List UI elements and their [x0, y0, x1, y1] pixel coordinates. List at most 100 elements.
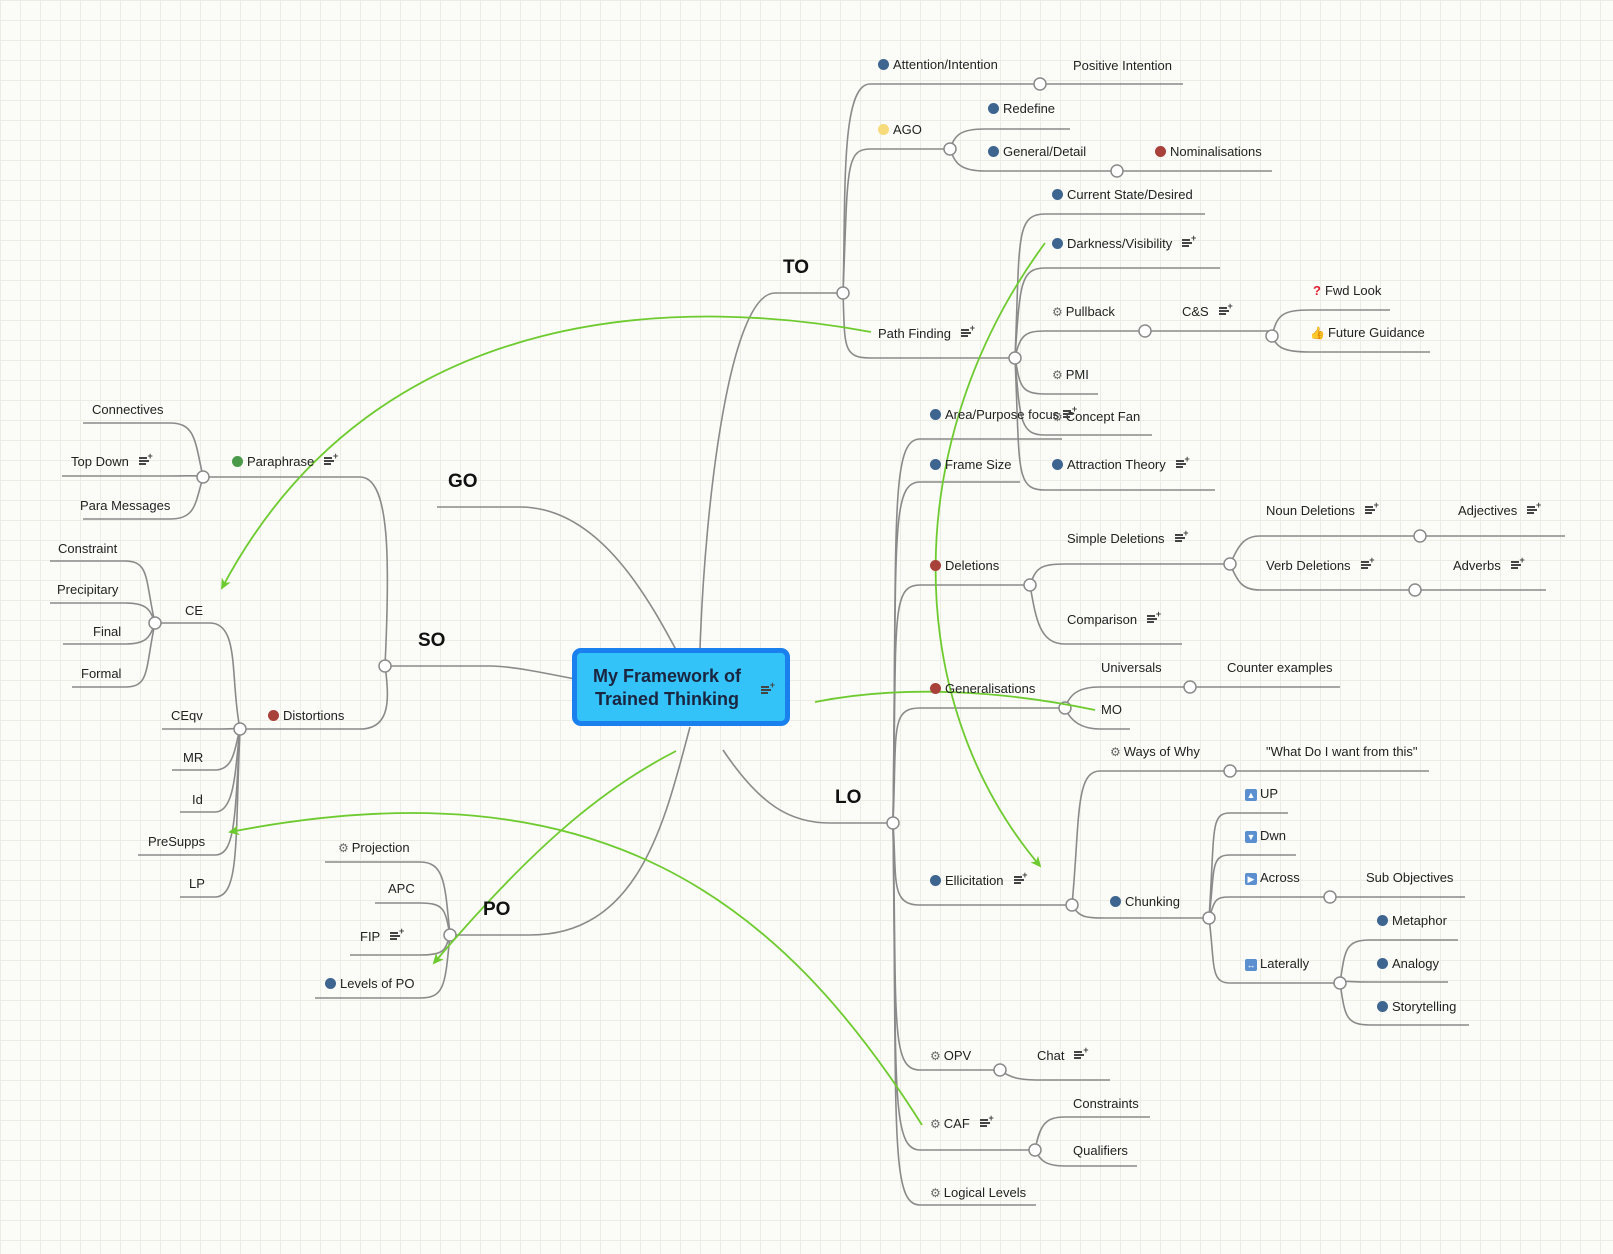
- note-icon[interactable]: +: [1364, 501, 1379, 515]
- topic-darkness-visibility[interactable]: Darkness/Visibility+: [1052, 234, 1196, 252]
- note-icon[interactable]: +: [1218, 302, 1233, 316]
- blue-marker-icon: [988, 103, 999, 114]
- topic-constraint[interactable]: Constraint: [58, 541, 118, 556]
- topic-mr[interactable]: MR: [183, 750, 204, 765]
- topic-paraphrase[interactable]: Paraphrase+: [232, 452, 338, 470]
- note-icon[interactable]: +: [1063, 405, 1077, 419]
- topic-sub-objectives[interactable]: Sub Objectives: [1366, 870, 1454, 885]
- note-icon[interactable]: +: [138, 452, 153, 466]
- arrow-left-right-icon: ↔: [1245, 959, 1257, 971]
- junction-circles[interactable]: [148, 77, 1427, 1157]
- topic-projection[interactable]: ⚙Projection: [338, 840, 410, 855]
- topic-levels-of-po[interactable]: Levels of PO: [325, 976, 414, 992]
- topic-adverbs[interactable]: Adverbs+: [1453, 555, 1525, 574]
- note-icon[interactable]: +: [1175, 455, 1190, 469]
- topic-id[interactable]: Id: [192, 792, 203, 807]
- topic-chunking[interactable]: Chunking: [1110, 894, 1180, 910]
- topic-ceqv[interactable]: CEqv: [171, 708, 203, 723]
- topic-concept-fan[interactable]: ⚙Concept Fan: [1052, 409, 1141, 424]
- topic-deletions[interactable]: Deletions: [930, 558, 999, 574]
- note-icon[interactable]: +: [1013, 871, 1028, 885]
- topic-final[interactable]: Final: [93, 624, 122, 639]
- topic-laterally[interactable]: ↔Laterally: [1245, 956, 1310, 971]
- topic-what-do-i-want[interactable]: "What Do I want from this": [1266, 744, 1418, 759]
- topic-redefine[interactable]: Redefine: [988, 101, 1055, 117]
- branch-po[interactable]: PO: [483, 899, 511, 920]
- topic-formal[interactable]: Formal: [81, 666, 122, 681]
- topic-distortions[interactable]: Distortions: [268, 708, 344, 724]
- topic-constraints[interactable]: Constraints: [1073, 1096, 1139, 1111]
- topic-top-down[interactable]: Top Down+: [71, 451, 153, 470]
- topic-general-detail[interactable]: General/Detail: [988, 144, 1086, 160]
- topic-cs[interactable]: C&S+: [1182, 301, 1233, 320]
- topic-nominalisations[interactable]: Nominalisations: [1155, 144, 1262, 160]
- topic-fwd-look[interactable]: ?Fwd Look: [1313, 283, 1382, 298]
- blue-marker-icon: [988, 146, 999, 157]
- topic-universals[interactable]: Universals: [1101, 660, 1162, 675]
- red-marker-icon: [268, 710, 279, 721]
- note-icon[interactable]: +: [324, 452, 338, 466]
- note-icon[interactable]: +: [1360, 556, 1375, 570]
- central-topic[interactable]: My Framework of Trained Thinking +: [572, 648, 790, 726]
- topic-analogy[interactable]: Analogy: [1377, 956, 1439, 972]
- note-icon[interactable]: +: [1527, 501, 1541, 515]
- topic-opv[interactable]: ⚙OPV: [930, 1048, 972, 1063]
- topic-future-guidance[interactable]: 👍Future Guidance: [1310, 325, 1425, 340]
- note-icon[interactable]: +: [1174, 529, 1189, 543]
- topic-attraction-theory[interactable]: Attraction Theory+: [1052, 455, 1190, 473]
- topic-metaphor[interactable]: Metaphor: [1377, 913, 1447, 929]
- topic-counter-examples[interactable]: Counter examples: [1227, 660, 1333, 675]
- topic-up[interactable]: ▲UP: [1245, 786, 1279, 801]
- topic-connectives[interactable]: Connectives: [92, 402, 164, 417]
- topic-current-state[interactable]: Current State/Desired: [1052, 187, 1193, 203]
- note-icon[interactable]: +: [761, 681, 775, 695]
- topic-ce[interactable]: CE: [185, 603, 204, 618]
- topic-path-finding[interactable]: Path Finding+: [878, 323, 975, 342]
- topic-dwn[interactable]: ▼Dwn: [1245, 828, 1287, 843]
- topic-adjectives[interactable]: Adjectives+: [1458, 500, 1542, 519]
- topic-across[interactable]: ▶Across: [1245, 870, 1300, 886]
- gear-icon: ⚙: [1052, 410, 1063, 424]
- topic-presupps[interactable]: PreSupps: [148, 834, 206, 849]
- question-icon: ?: [1313, 283, 1321, 298]
- topic-positive-intention[interactable]: Positive Intention: [1073, 58, 1173, 73]
- branch-so[interactable]: SO: [418, 630, 446, 651]
- note-icon[interactable]: +: [979, 1114, 994, 1128]
- branch-go[interactable]: GO: [448, 471, 478, 492]
- topic-noun-deletions[interactable]: Noun Deletions+: [1266, 500, 1379, 519]
- topic-area-purpose-focus[interactable]: Area/Purpose focus+: [930, 405, 1077, 423]
- topic-mo[interactable]: MO: [1101, 702, 1122, 717]
- topic-verb-deletions[interactable]: Verb Deletions+: [1266, 555, 1375, 574]
- note-icon[interactable]: +: [390, 927, 404, 941]
- note-icon[interactable]: +: [1182, 234, 1196, 248]
- topic-attention-intention[interactable]: Attention/Intention: [878, 57, 998, 73]
- topic-lp[interactable]: LP: [189, 876, 205, 891]
- topic-frame-size[interactable]: Frame Size: [930, 457, 1011, 473]
- topic-pmi[interactable]: ⚙PMI: [1052, 367, 1089, 382]
- topic-apc[interactable]: APC: [388, 881, 415, 896]
- topic-precipitary[interactable]: Precipitary: [57, 582, 119, 597]
- topic-logical-levels[interactable]: ⚙Logical Levels: [930, 1185, 1027, 1200]
- topic-caf[interactable]: ⚙CAF+: [930, 1113, 994, 1132]
- relationship-arrows[interactable]: [221, 242, 1096, 1126]
- branch-to[interactable]: TO: [783, 257, 810, 278]
- note-icon[interactable]: +: [1510, 556, 1525, 570]
- topic-ago[interactable]: AGO: [878, 122, 922, 138]
- topic-comparison[interactable]: Comparison+: [1067, 609, 1162, 628]
- blue-marker-icon: [1377, 958, 1388, 969]
- note-icon[interactable]: +: [1147, 610, 1161, 624]
- topic-storytelling[interactable]: Storytelling: [1377, 999, 1456, 1015]
- topic-ellicitation[interactable]: Ellicitation+: [930, 871, 1028, 889]
- topic-chat[interactable]: Chat+: [1037, 1045, 1089, 1064]
- topic-pullback[interactable]: ⚙Pullback: [1052, 304, 1115, 319]
- topic-ways-of-why[interactable]: ⚙Ways of Why: [1110, 744, 1200, 759]
- topic-generalisations[interactable]: Generalisations: [930, 681, 1035, 697]
- topic-para-messages[interactable]: Para Messages: [80, 498, 171, 513]
- topic-qualifiers[interactable]: Qualifiers: [1073, 1143, 1128, 1158]
- topic-fip[interactable]: FIP+: [360, 926, 405, 945]
- topic-simple-deletions[interactable]: Simple Deletions+: [1067, 528, 1189, 547]
- note-icon[interactable]: +: [1074, 1046, 1088, 1060]
- note-icon[interactable]: +: [961, 324, 975, 338]
- branch-lo[interactable]: LO: [835, 787, 862, 808]
